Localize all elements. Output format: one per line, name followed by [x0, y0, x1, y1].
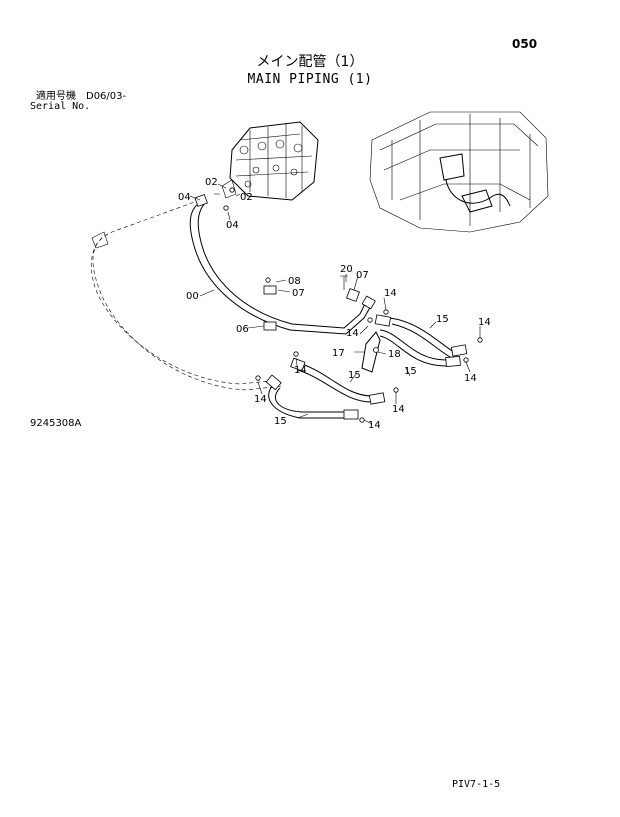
- page-title-english: MAIN PIPING (1): [247, 72, 373, 87]
- machine-outline-illustration: [369, 111, 549, 233]
- callout-labels: 02 04 02 04 08 07 00 06 20 07 14 14 17 1…: [178, 177, 491, 431]
- bracket-part-07: [346, 288, 360, 302]
- phantom-pipe-route: [90, 199, 279, 385]
- callout-17: 17: [332, 348, 345, 359]
- main-pipe-00: [189, 203, 373, 335]
- callout-04: 04: [178, 192, 191, 203]
- callout-03: 02: [205, 177, 218, 188]
- callout-14-b: 14: [346, 328, 359, 339]
- callout-07-upper: 07: [356, 270, 369, 281]
- callout-14-h: 14: [368, 420, 381, 431]
- callout-18: 18: [388, 349, 401, 360]
- callout-06: 06: [236, 324, 249, 335]
- callout-15-a: 15: [436, 314, 449, 325]
- drawing-number: 9245308A: [30, 418, 82, 429]
- bracket-17: [361, 331, 381, 373]
- serial-number-label: Serial No.: [30, 101, 91, 112]
- applicability-label: 適用号機 D06/03-: [36, 91, 127, 102]
- callout-14-g: 14: [254, 394, 267, 405]
- callout-15-d: 15: [274, 416, 287, 427]
- leader-lines: [189, 183, 481, 425]
- callout-08: 08: [288, 276, 301, 287]
- hose-15-upper: [389, 317, 455, 359]
- page-number: 050: [512, 37, 538, 51]
- control-valve-illustration: [221, 121, 319, 201]
- callout-02: 02: [240, 192, 253, 203]
- callout-20: 20: [340, 264, 353, 275]
- callout-14-a: 14: [384, 288, 397, 299]
- clamp-part: [263, 285, 277, 295]
- plate-part-06: [263, 321, 277, 331]
- footer-reference: PIV7-1-5: [452, 779, 501, 790]
- callout-14-c: 14: [478, 317, 491, 328]
- callout-00: 00: [186, 291, 199, 302]
- callout-15-b: 15: [404, 366, 417, 377]
- callout-04-lower: 04: [226, 220, 239, 231]
- callout-07: 07: [292, 288, 305, 299]
- callout-14-f: 14: [392, 404, 405, 415]
- callout-15-c: 15: [348, 370, 361, 381]
- page-title-japanese: メイン配管（1）: [256, 54, 364, 70]
- callout-14-e: 14: [294, 365, 307, 376]
- hose-15-lower: [268, 383, 346, 419]
- callout-14-d: 14: [464, 373, 477, 384]
- hose-15-lower-mid: [297, 363, 373, 403]
